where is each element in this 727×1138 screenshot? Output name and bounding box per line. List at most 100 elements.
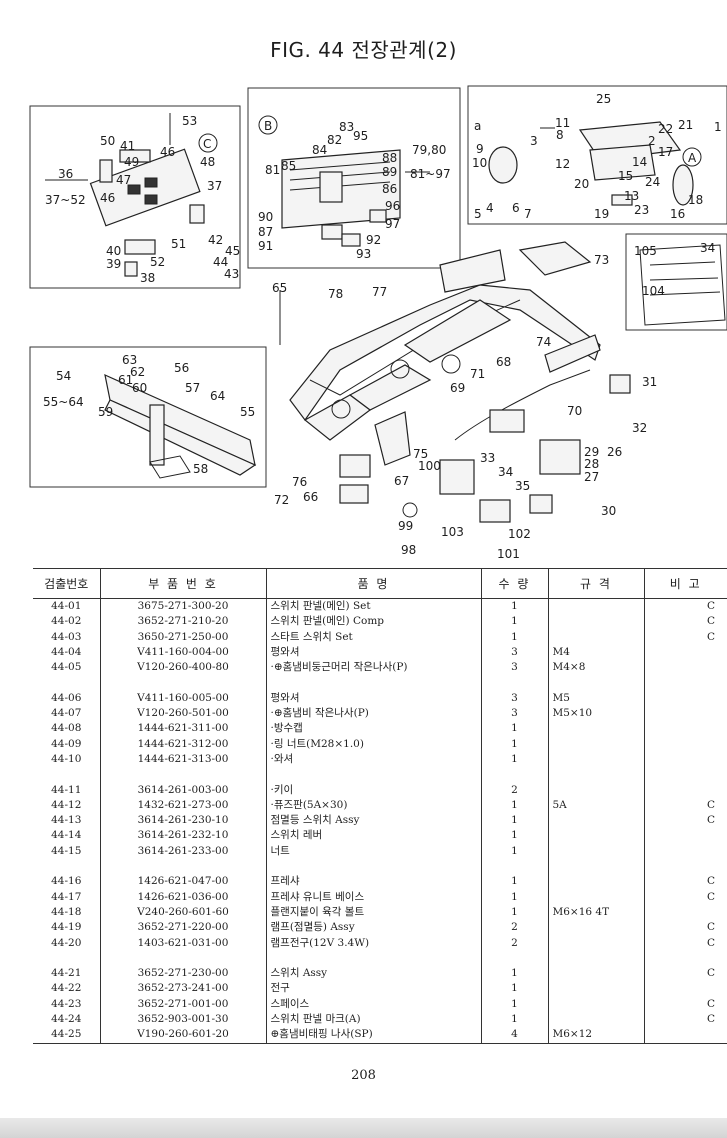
callout: 31 <box>642 375 657 389</box>
row-spec <box>547 843 644 860</box>
callout: 71 <box>470 367 485 381</box>
callout: 62 <box>130 365 145 379</box>
row-part-no: 1426-621-036-00 <box>99 889 266 905</box>
spacer-cell <box>643 859 727 875</box>
row-remark <box>643 1027 727 1044</box>
spacer-cell <box>99 950 266 967</box>
row-ref-no: 44-22 <box>51 982 82 995</box>
row-part-name: 스타트 스위치 Set <box>265 629 481 645</box>
callout: 93 <box>356 247 371 261</box>
spacer-cell <box>265 675 481 691</box>
callout: 47 <box>116 173 131 187</box>
callout: 102 <box>508 527 531 541</box>
row-qty: 2 <box>480 782 548 798</box>
spacer-cell <box>480 675 548 691</box>
row-spec <box>547 966 644 982</box>
callout: 8 <box>556 128 564 142</box>
row-part-no: 1432-621-273-00 <box>99 797 266 814</box>
row-remark: C <box>643 874 727 890</box>
row-spec: M5 <box>547 690 644 707</box>
row-qty: 1 <box>480 843 548 860</box>
row-ref-no: 44-11 <box>51 783 82 796</box>
inset-letter-a: A <box>688 151 697 165</box>
callout: 67 <box>394 474 409 488</box>
callout: 74 <box>536 335 551 349</box>
callout: 98 <box>401 543 416 557</box>
row-qty: 3 <box>480 644 548 661</box>
row-ref-no: 44-13 <box>51 814 82 827</box>
callout: 24 <box>645 175 660 189</box>
callout: 29 <box>584 445 599 459</box>
spacer-cell <box>643 950 727 967</box>
row-part-name: 램프(점멸등) Assy <box>265 920 481 936</box>
row-part-no: 3675-271-300-20 <box>99 598 266 615</box>
row-remark <box>643 706 727 722</box>
callout: 52 <box>150 255 165 269</box>
row-ref-no: 44-09 <box>51 737 82 750</box>
row-part-no: 3652-271-220-00 <box>99 920 266 936</box>
callout: 39 <box>106 257 121 271</box>
row-remark: C <box>643 889 727 905</box>
row-qty: 2 <box>480 920 548 936</box>
callout: 86 <box>382 182 397 196</box>
spacer-cell <box>33 951 100 966</box>
callout: 75 <box>413 447 428 461</box>
row-qty: 1 <box>480 614 548 630</box>
spacer-cell <box>547 767 644 783</box>
row-part-name: 램프전구(12V 3.4W) <box>265 935 481 951</box>
row-ref-no: 44-21 <box>51 967 82 980</box>
row-ref-no: 44-18 <box>51 905 82 918</box>
callout: 91 <box>258 239 273 253</box>
row-ref-no: 44-06 <box>51 691 82 704</box>
row-qty: 1 <box>480 629 548 645</box>
callout: 16 <box>670 207 685 221</box>
callout: 72 <box>274 493 289 507</box>
spacer-cell <box>480 767 548 783</box>
row-part-no: V190-260-601-20 <box>99 1027 266 1044</box>
group-spacer <box>33 675 727 691</box>
callout: 105 <box>634 244 657 258</box>
callout: 17 <box>658 145 673 159</box>
row-part-no: 3650-271-250-00 <box>99 629 266 645</box>
callout: 26 <box>607 445 622 459</box>
row-remark <box>643 721 727 737</box>
row-part-no: 3614-261-003-00 <box>99 782 266 798</box>
callout: 37 <box>207 179 222 193</box>
page-number: 208 <box>351 1068 376 1083</box>
callout: 34 <box>700 241 715 255</box>
row-part-no: 3652-271-230-00 <box>99 966 266 982</box>
spacer-cell <box>643 675 727 691</box>
callout: 95 <box>353 129 368 143</box>
spacer-cell <box>33 859 100 874</box>
row-spec <box>547 828 644 844</box>
inset-box-right <box>625 233 727 331</box>
row-spec <box>547 935 644 951</box>
row-part-no: 3652-903-001-30 <box>99 1012 266 1028</box>
row-spec: M6×16 4T <box>547 904 644 921</box>
callout: 53 <box>182 114 197 128</box>
row-ref-no: 44-12 <box>51 798 82 811</box>
callout: 66 <box>303 490 318 504</box>
row-spec <box>547 598 644 615</box>
callout: 12 <box>555 157 570 171</box>
spacer-cell <box>265 859 481 875</box>
row-remark: C <box>643 996 727 1013</box>
row-qty: 1 <box>480 797 548 814</box>
callout: 11 <box>555 116 570 130</box>
inset-box-a: A <box>467 85 727 225</box>
row-part-no: V411-160-005-00 <box>99 690 266 707</box>
callout: 59 <box>98 405 113 419</box>
callout: 100 <box>418 459 441 473</box>
row-qty: 1 <box>480 981 548 997</box>
row-spec: M4 <box>547 644 644 661</box>
row-spec <box>547 736 644 752</box>
callout: 18 <box>688 193 703 207</box>
group-spacer <box>33 767 727 783</box>
spacer-cell <box>547 950 644 967</box>
row-part-name: 점멸등 스위치 Assy <box>265 813 481 829</box>
